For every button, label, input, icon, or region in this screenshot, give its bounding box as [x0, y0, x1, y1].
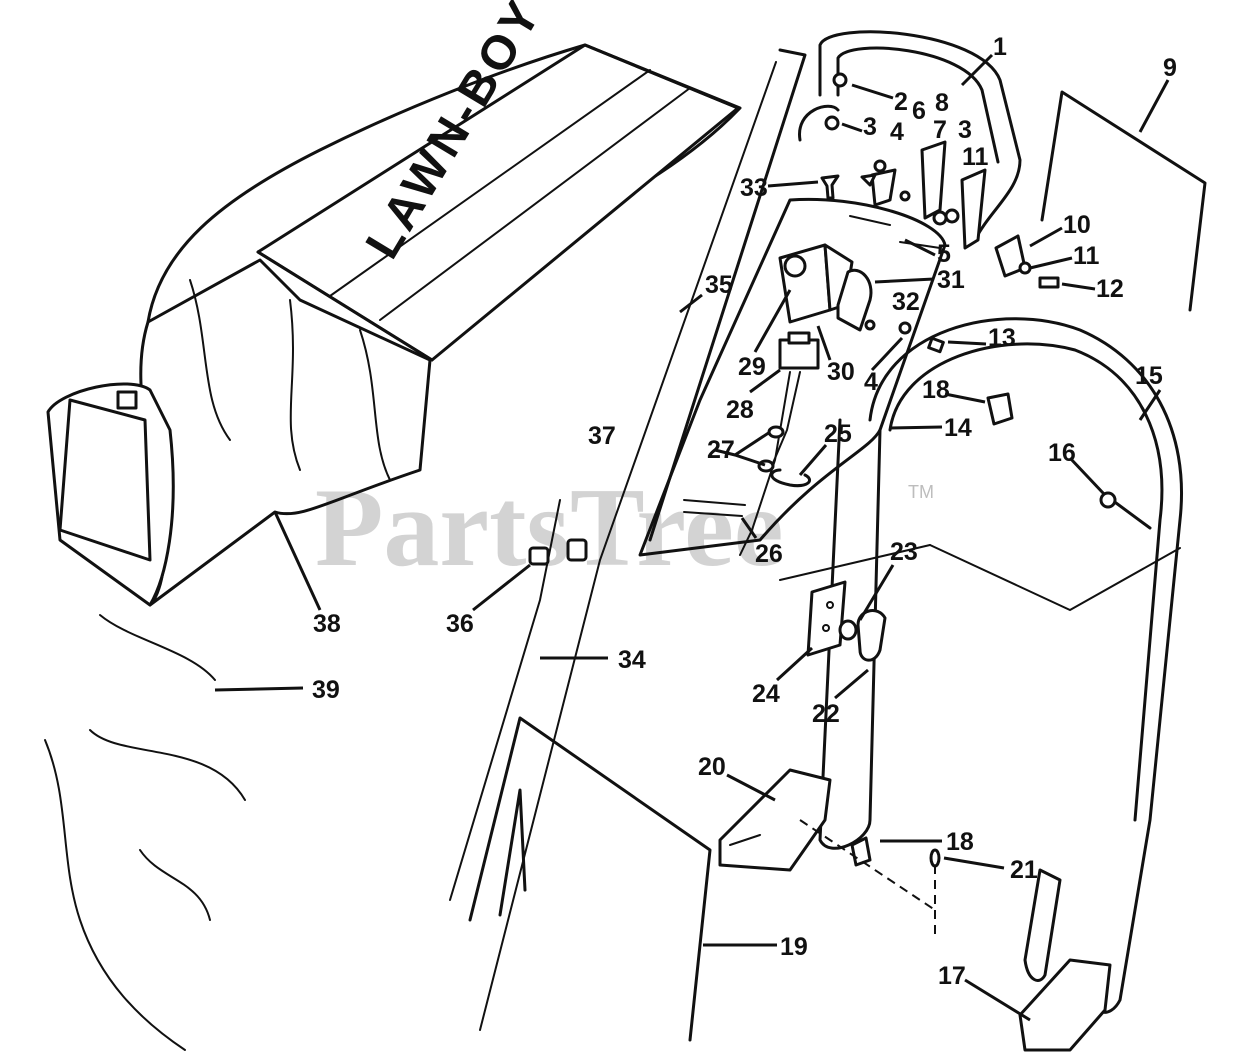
callout-11: 11 — [962, 143, 989, 171]
callout-33: 33 — [740, 174, 768, 202]
callout-35: 35 — [705, 271, 733, 299]
callout-18b: 18 — [946, 828, 974, 856]
callout-4b: 4 — [864, 368, 878, 396]
part-36b — [566, 538, 588, 562]
callout-29: 29 — [738, 353, 766, 381]
knob-assembly — [806, 580, 887, 662]
pin-21 — [929, 848, 941, 868]
callout-30: 30 — [827, 358, 855, 386]
callout-labels: 1 2 3 4 6 7 8 3 11 9 33 5 10 11 12 31 35… — [312, 33, 1177, 990]
callout-1: 1 — [993, 33, 1007, 61]
bolt-line — [799, 819, 936, 911]
lower-handle — [779, 317, 1183, 1014]
part-36 — [528, 546, 550, 566]
callout-16: 16 — [1048, 439, 1076, 467]
callout-17: 17 — [938, 962, 966, 990]
watermark-text: PartsTree — [315, 466, 784, 590]
callout-31: 31 — [937, 266, 965, 294]
control-panel — [638, 197, 947, 557]
callout-36: 36 — [446, 610, 474, 638]
small-hardware — [820, 72, 1060, 426]
bracket-20-detail — [729, 834, 761, 846]
grass-bag: LAWN-BOY — [139, 0, 742, 607]
callout-20: 20 — [698, 753, 726, 781]
bracket-20 — [718, 768, 832, 872]
callout-39: 39 — [312, 676, 340, 704]
callout-28: 28 — [726, 396, 754, 424]
callout-14: 14 — [944, 414, 972, 442]
upper-handle — [798, 30, 1022, 242]
callout-38: 38 — [313, 610, 341, 638]
callout-9: 9 — [1163, 54, 1177, 82]
callout-13: 13 — [988, 324, 1016, 352]
callout-23: 23 — [890, 538, 918, 566]
leader-lines — [214, 53, 1170, 1022]
wire-frame — [468, 716, 712, 1042]
callout-27: 27 — [707, 436, 735, 464]
brace-rod — [1040, 90, 1207, 312]
callout-22: 22 — [812, 700, 840, 728]
callout-26: 26 — [755, 540, 783, 568]
foot-bracket — [1018, 958, 1112, 1052]
callout-19: 19 — [780, 933, 808, 961]
callout-32: 32 — [892, 288, 920, 316]
callout-3b: 3 — [958, 116, 972, 144]
callout-25: 25 — [824, 420, 852, 448]
callout-7: 7 — [933, 116, 947, 144]
callout-34: 34 — [618, 646, 646, 674]
watermark-trademark: TM — [908, 482, 934, 502]
bag-mouth-frame — [46, 382, 175, 607]
callout-11b: 11 — [1073, 242, 1100, 270]
callout-4: 4 — [890, 118, 904, 146]
lower-chute — [44, 614, 246, 1051]
callout-2: 2 — [894, 88, 908, 116]
wire-frame-side — [498, 788, 527, 917]
bolt-16 — [1099, 491, 1152, 530]
handle-tube — [449, 48, 807, 1031]
callout-3: 3 — [863, 113, 877, 141]
callout-18: 18 — [922, 376, 950, 404]
callout-15: 15 — [1135, 362, 1163, 390]
callout-10: 10 — [1063, 211, 1091, 239]
callout-24: 24 — [752, 680, 780, 708]
callout-6: 6 — [912, 97, 926, 125]
callout-5: 5 — [937, 240, 951, 268]
callout-12: 12 — [1096, 275, 1124, 303]
callout-37: 37 — [588, 422, 616, 450]
callout-8: 8 — [935, 89, 949, 117]
clip-18-lower — [850, 836, 872, 867]
callout-21: 21 — [1010, 856, 1038, 884]
